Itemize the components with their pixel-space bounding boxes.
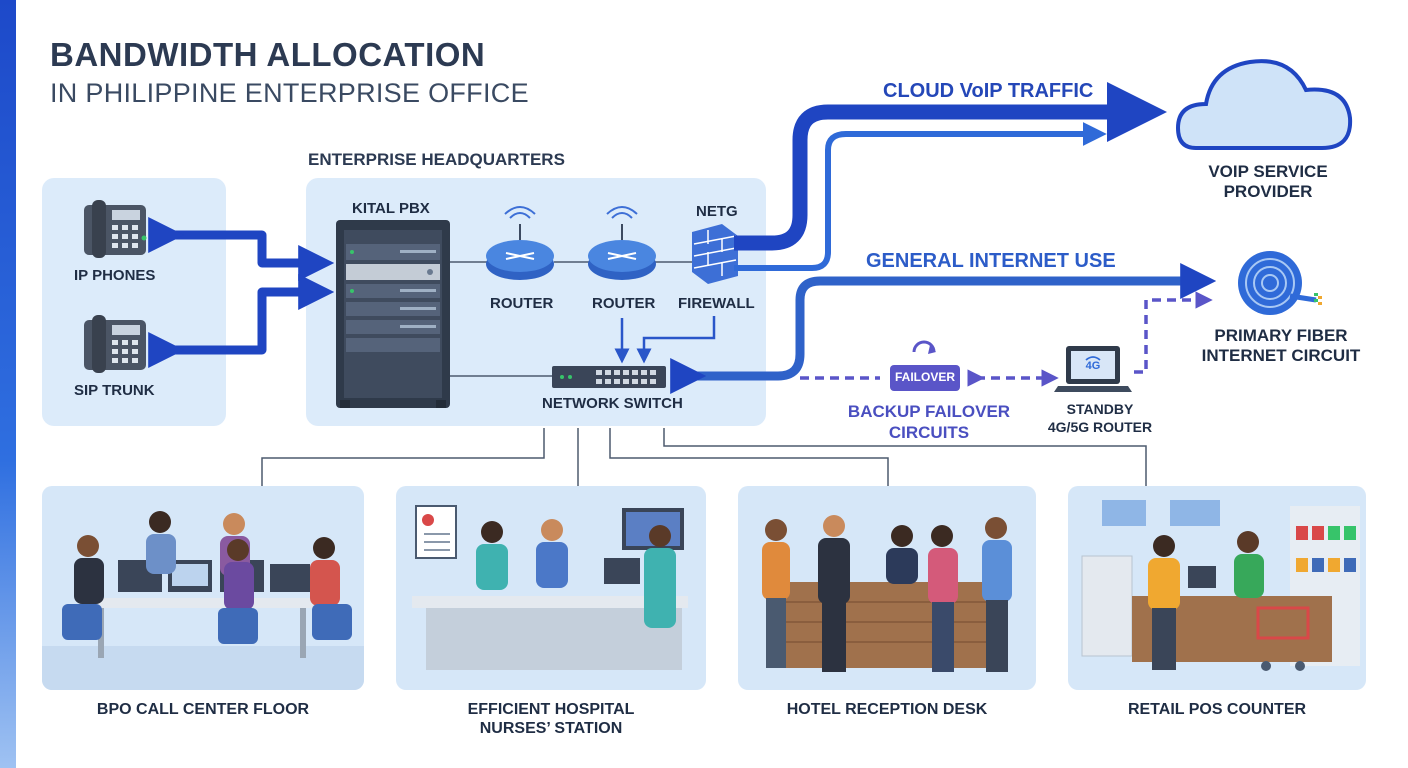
title-line-1: BANDWIDTH ALLOCATION: [50, 36, 486, 73]
headquarters-label: ENTERPRISE HEADQUARTERS: [308, 150, 565, 169]
firewall-label: FIREWALL: [678, 295, 755, 312]
accent-bar: [0, 0, 16, 768]
firewall-icon: [692, 224, 738, 284]
voip-provider-label: VOIP SERVICE PROVIDER: [1196, 162, 1340, 202]
router-icon-1: [486, 206, 554, 280]
pbx-label: KITAL PBX: [352, 200, 430, 217]
network-switch-label: NETWORK SWITCH: [542, 395, 683, 412]
failover-badge-label: FAILOVER: [894, 370, 955, 384]
backup-failover-label: BACKUP FAILOVER CIRCUITS: [834, 401, 1024, 443]
voip-provider-line-2: PROVIDER: [1223, 182, 1313, 201]
caption-hotel-line-1: HOTEL RECEPTION DESK: [786, 701, 988, 718]
scene-retail-pos: [1068, 486, 1366, 690]
router-2-label: ROUTER: [592, 295, 656, 312]
hotel-scene-illustration: [762, 515, 1012, 672]
bpo-scene-illustration: [42, 511, 364, 690]
standby-line-2: 4G/5G ROUTER: [1047, 419, 1153, 435]
general-internet-arrow: [670, 263, 1217, 394]
caption-hotel: HOTEL RECEPTION DESK: [738, 700, 1036, 719]
cloud-voip-label: CLOUD VoIP TRAFFIC: [883, 80, 1094, 102]
title-line-2: IN PHILIPPINE ENTERPRISE OFFICE: [50, 78, 529, 108]
fiber-line-1: PRIMARY FIBER: [1214, 326, 1348, 345]
standby-router-label: STANDBY 4G/5G ROUTER: [1040, 400, 1160, 436]
retail-scene-illustration: [1081, 500, 1360, 671]
caption-bpo: BPO CALL CENTER FLOOR: [42, 700, 364, 719]
network-switch-icon: [552, 366, 666, 388]
failover-badge: [890, 340, 960, 391]
scene-bpo-call-center: [42, 486, 364, 690]
standby-router-icon: [1054, 346, 1132, 392]
hq-links: [450, 261, 694, 377]
sip-trunk-label: SIP TRUNK: [74, 382, 155, 399]
backup-line-2: CIRCUITS: [888, 423, 970, 442]
caption-bpo-line-1: BPO CALL CENTER FLOOR: [96, 701, 310, 718]
general-internet-label: GENERAL INTERNET USE: [866, 250, 1116, 272]
cloud-icon: [1175, 59, 1353, 150]
voip-provider-line-1: VOIP SERVICE: [1208, 162, 1328, 181]
fiber-line-2: INTERNET CIRCUIT: [1201, 346, 1361, 365]
caption-retail: RETAIL POS COUNTER: [1068, 700, 1366, 719]
standby-line-1: STANDBY: [1066, 401, 1134, 417]
scene-hotel-reception: [738, 486, 1036, 690]
hospital-scene-illustration: [412, 505, 688, 670]
phone-pbx-links: [148, 217, 335, 368]
switch-uplinks: [614, 316, 716, 364]
failover-dashed-paths: [800, 291, 1213, 387]
caption-retail-line-1: RETAIL POS COUNTER: [1127, 701, 1307, 718]
router-icon-2: [588, 206, 656, 280]
sip-phone-icon: [84, 315, 146, 373]
cloud-voip-traffic-arrow: [734, 82, 1167, 271]
router-badge-label: 4G: [1085, 360, 1101, 372]
fiber-circuit-icon: [1238, 251, 1322, 315]
firewall-top-label: NETG: [696, 203, 738, 220]
scene-hospital-station: [396, 486, 706, 690]
ip-phones-label: IP PHONES: [74, 267, 156, 284]
caption-hospital-line-1: EFFICIENT HOSPITAL: [467, 701, 635, 718]
ip-phone-icon: [84, 200, 147, 258]
scene-drops: [261, 428, 1147, 486]
caption-hospital: EFFICIENT HOSPITAL NURSES’ STATION: [396, 700, 706, 738]
backup-line-1: BACKUP FAILOVER: [847, 402, 1011, 421]
pbx-server-icon: [336, 220, 450, 408]
router-1-label: ROUTER: [490, 295, 554, 312]
caption-hospital-line-2: NURSES’ STATION: [479, 720, 623, 737]
fiber-label: PRIMARY FIBER INTERNET CIRCUIT: [1196, 326, 1366, 366]
